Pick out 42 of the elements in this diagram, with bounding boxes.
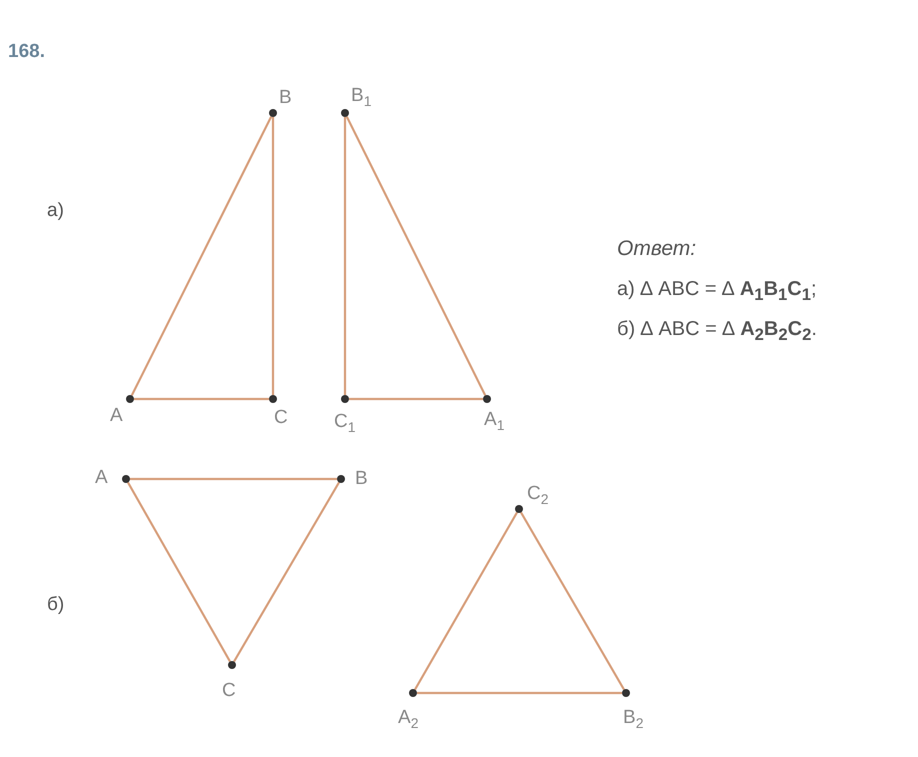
answer-heading: Ответ: [617, 238, 696, 259]
triangle-side [272, 117, 274, 395]
point-label: A$_{1}$ [484, 410, 504, 432]
point-label: A$_{2}$ [398, 708, 418, 730]
triangle-side [414, 512, 518, 690]
answer-line: а) ∆ ABC = ∆ A$_{1}$B$_{1}$C$_{1}$; [617, 279, 817, 304]
triangle-side [520, 512, 625, 690]
triangle-side [349, 398, 483, 400]
triangle-side [130, 116, 272, 396]
triangle-side [233, 482, 340, 662]
point-dot [337, 475, 345, 483]
point-dot [341, 395, 349, 403]
triangle-side [346, 116, 486, 396]
point-label: B [355, 469, 368, 488]
point-dot [341, 109, 349, 117]
section-number: 168. [8, 42, 45, 61]
point-label: A [110, 406, 123, 425]
triangle-side [417, 692, 622, 694]
point-dot [515, 505, 523, 513]
triangle-side [127, 482, 231, 662]
point-label: B$_{2}$ [623, 708, 644, 730]
point-label: C [222, 681, 236, 700]
point-dot [122, 475, 130, 483]
point-label: C [274, 408, 288, 427]
point-label: B$_{1}$ [351, 86, 372, 108]
point-dot [409, 689, 417, 697]
triangle-side [344, 117, 346, 395]
point-dot [269, 395, 277, 403]
answer-line: б) ∆ ABC = ∆ A$_{2}$B$_{2}$C$_{2}$. [617, 319, 817, 344]
point-dot [483, 395, 491, 403]
point-label: C$_{2}$ [527, 484, 549, 506]
point-label: A [95, 468, 108, 487]
triangle-side [130, 478, 337, 480]
point-label: B [279, 88, 292, 107]
triangle-side [134, 398, 269, 400]
part-label: а) [47, 201, 64, 220]
point-dot [126, 395, 134, 403]
point-dot [622, 689, 630, 697]
part-label: б) [47, 595, 64, 614]
point-label: C$_{1}$ [334, 412, 356, 434]
point-dot [269, 109, 277, 117]
point-dot [228, 661, 236, 669]
